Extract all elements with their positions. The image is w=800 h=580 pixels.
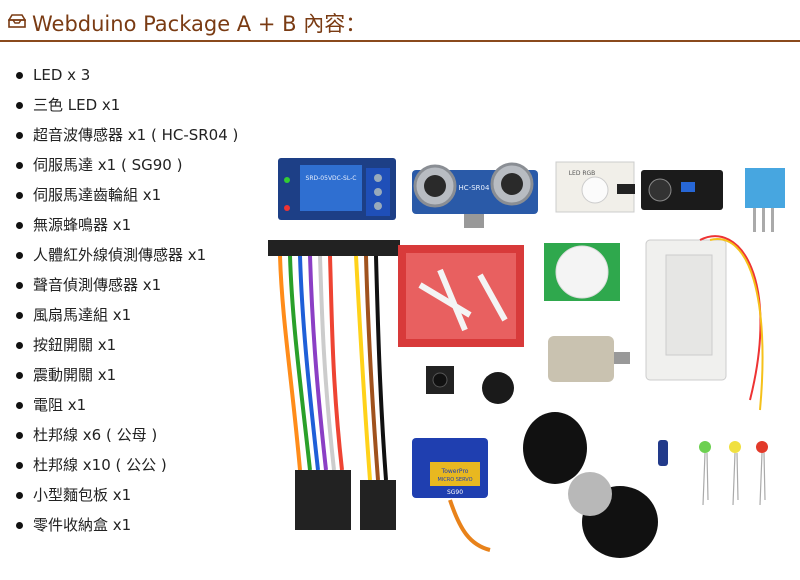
list-item-label: 杜邦線 x6 ( 公母 ) (33, 426, 158, 444)
list-item: 杜邦線 x10 ( 公公 ) (16, 453, 238, 483)
list-item-label: 零件收納盒 x1 (33, 516, 132, 534)
list-item-label: 聲音偵測傳感器 x1 (33, 276, 162, 294)
list-item: 伺服馬達齒輪組 x1 (16, 183, 238, 213)
rgb-led-label: LED RGB (569, 170, 596, 177)
list-item-label: 伺服馬達 x1 ( SG90 ) (33, 156, 183, 174)
bullet (16, 462, 23, 469)
male-male-jumper-wires (348, 240, 400, 530)
components-photo: SRD-05VDC-SL-C HC-SR04 LED RGB (268, 158, 785, 558)
title-divider (0, 40, 800, 42)
servo-motor: TowerPro MICRO SERVO SG90 (412, 438, 491, 552)
list-item: 杜邦線 x6 ( 公母 ) (16, 423, 238, 453)
list-item: 震動開關 x1 (16, 363, 238, 393)
bullet (16, 102, 23, 109)
push-button (426, 366, 454, 394)
list-item-label: 三色 LED x1 (33, 96, 121, 114)
list-item-label: 電阻 x1 (33, 396, 87, 414)
list-item-label: 杜邦線 x10 ( 公公 ) (33, 456, 167, 474)
bullet (16, 402, 23, 409)
bullet (16, 252, 23, 259)
list-item: 小型麵包板 x1 (16, 483, 238, 513)
list-item-label: 按鈕開關 x1 (33, 336, 117, 354)
list-item-label: LED x 3 (33, 66, 91, 84)
list-item: 風扇馬達組 x1 (16, 303, 238, 333)
relay-module: SRD-05VDC-SL-C (278, 158, 396, 220)
bullet (16, 312, 23, 319)
breadboard (398, 245, 524, 347)
bullet (16, 432, 23, 439)
list-item: LED x 3 (16, 63, 238, 93)
servo-model-label: MICRO SERVO (437, 477, 472, 483)
relay-label: SRD-05VDC-SL-C (306, 175, 357, 182)
tray-icon (8, 14, 26, 28)
bullet (16, 522, 23, 529)
bullet (16, 132, 23, 139)
list-item-label: 伺服馬達齒輪組 x1 (33, 186, 162, 204)
ultrasonic-sensor: HC-SR04 (412, 162, 538, 228)
servo-brand-label: TowerPro (441, 468, 469, 475)
fan-blade (523, 412, 658, 558)
bullet (16, 192, 23, 199)
list-item-label: 風扇馬達組 x1 (33, 306, 132, 324)
list-item-label: 小型麵包板 x1 (33, 486, 132, 504)
buzzer (482, 372, 514, 404)
list-item-label: 超音波傳感器 x1 ( HC-SR04 ) (33, 126, 239, 144)
rgb-led-module: LED RGB (555, 161, 635, 213)
dc-motor (548, 336, 630, 382)
list-item-label: 人體紅外線偵測傳感器 x1 (33, 246, 207, 264)
bullet (16, 162, 23, 169)
list-item: 零件收納盒 x1 (16, 513, 238, 543)
bullet (16, 72, 23, 79)
list-item: 電阻 x1 (16, 393, 238, 423)
pir-motion-sensor (544, 243, 620, 301)
sound-sensor (641, 170, 723, 210)
list-item: 按鈕開關 x1 (16, 333, 238, 363)
bullet (16, 282, 23, 289)
list-item: 聲音偵測傳感器 x1 (16, 273, 238, 303)
list-item: 三色 LED x1 (16, 93, 238, 123)
leds (658, 440, 768, 506)
male-female-jumper-wires (268, 240, 351, 530)
bullet (16, 342, 23, 349)
list-item-label: 無源蜂鳴器 x1 (33, 216, 132, 234)
list-item: 超音波傳感器 x1 ( HC-SR04 ) (16, 123, 238, 153)
servo-code-label: SG90 (447, 489, 463, 496)
battery-holder (645, 235, 764, 411)
list-item: 無源蜂鳴器 x1 (16, 213, 238, 243)
bullet (16, 492, 23, 499)
bullet (16, 372, 23, 379)
page-header: Webduino Package A + B 內容： (0, 0, 800, 42)
list-item-label: 震動開關 x1 (33, 366, 117, 384)
list-item: 人體紅外線偵測傳感器 x1 (16, 243, 238, 273)
bullet (16, 222, 23, 229)
list-item: 伺服馬達 x1 ( SG90 ) (16, 153, 238, 183)
package-contents-list: LED x 3 三色 LED x1 超音波傳感器 x1 ( HC-SR04 ) … (16, 63, 238, 543)
page-title: Webduino Package A + B 內容： (32, 12, 367, 36)
humidity-sensor (745, 168, 785, 232)
ultrasonic-label: HC-SR04 (459, 184, 490, 192)
